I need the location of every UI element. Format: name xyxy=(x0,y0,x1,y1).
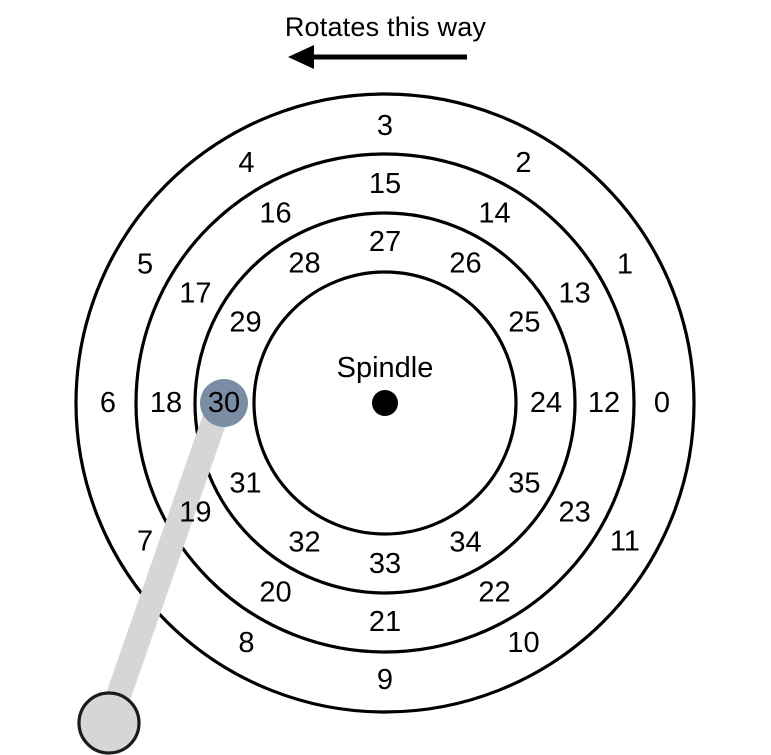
ring-position-34[interactable]: 34 xyxy=(449,526,481,558)
inner-circle xyxy=(252,270,518,536)
second-ring xyxy=(134,152,636,654)
ring-position-16[interactable]: 16 xyxy=(259,197,291,229)
ring-group xyxy=(74,92,696,714)
ring-position-26[interactable]: 26 xyxy=(449,248,481,280)
ring-position-9[interactable]: 9 xyxy=(377,664,393,696)
ring-position-2[interactable]: 2 xyxy=(515,147,531,179)
ring-position-3[interactable]: 3 xyxy=(377,110,393,142)
ring-position-8[interactable]: 8 xyxy=(238,627,254,659)
ring-position-32[interactable]: 32 xyxy=(288,526,320,558)
highlighted-position-marker[interactable] xyxy=(200,379,248,427)
ring-position-14[interactable]: 14 xyxy=(478,197,510,229)
ring-position-12[interactable]: 12 xyxy=(588,387,620,419)
ring-position-31[interactable]: 31 xyxy=(229,468,261,500)
ring-position-6[interactable]: 6 xyxy=(100,387,116,419)
ring-position-11[interactable]: 11 xyxy=(610,526,640,558)
rotation-caption: Rotates this way xyxy=(284,12,487,42)
ring-position-33[interactable]: 33 xyxy=(369,548,401,580)
spindle-label: Spindle xyxy=(337,352,434,384)
ring-position-23[interactable]: 23 xyxy=(559,497,591,529)
rotor-arm-icon[interactable] xyxy=(77,393,234,755)
ring-labels-group: 0123456789101112131415161718192021222324… xyxy=(100,110,670,696)
ring-position-22[interactable]: 22 xyxy=(478,577,510,609)
ring-position-15[interactable]: 15 xyxy=(369,168,401,200)
ring-position-25[interactable]: 25 xyxy=(508,307,540,339)
ring-position-24[interactable]: 24 xyxy=(530,387,562,419)
ring-position-17[interactable]: 17 xyxy=(179,278,211,310)
third-ring xyxy=(193,211,577,595)
ring-position-29[interactable]: 29 xyxy=(229,307,261,339)
ring-position-4[interactable]: 4 xyxy=(238,147,254,179)
ring-position-10[interactable]: 10 xyxy=(507,627,539,659)
ring-position-0[interactable]: 0 xyxy=(654,387,670,419)
ring-position-19[interactable]: 19 xyxy=(179,497,211,529)
outer-ring xyxy=(74,92,696,714)
ring-position-5[interactable]: 5 xyxy=(137,249,153,281)
ring-position-28[interactable]: 28 xyxy=(288,248,320,280)
ring-position-18[interactable]: 18 xyxy=(150,387,182,419)
ring-position-1[interactable]: 1 xyxy=(617,249,633,281)
arrow-left-icon xyxy=(288,45,467,69)
ring-position-21[interactable]: 21 xyxy=(369,606,401,638)
ring-position-30[interactable]: 30 xyxy=(208,387,240,419)
ring-position-7[interactable]: 7 xyxy=(137,526,153,558)
ring-position-27[interactable]: 27 xyxy=(369,226,401,258)
spindle-dot-icon xyxy=(372,390,398,416)
ring-position-35[interactable]: 35 xyxy=(508,468,540,500)
ring-position-20[interactable]: 20 xyxy=(259,577,291,609)
ring-position-13[interactable]: 13 xyxy=(559,278,591,310)
